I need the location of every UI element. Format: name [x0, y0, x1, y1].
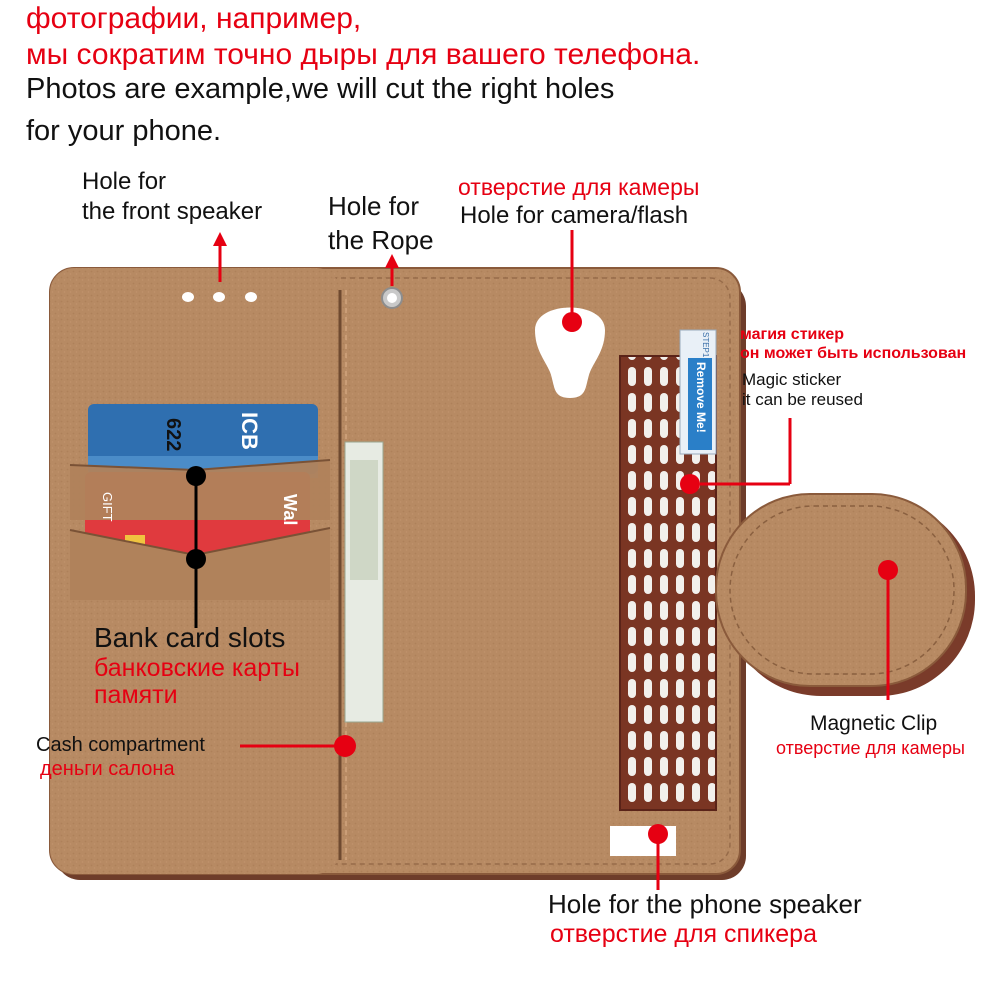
- header-ru-line1: фотографии, например,: [26, 2, 362, 35]
- label-bank-en: Bank card slots: [94, 622, 286, 653]
- label-sticker-en-1: Magic sticker: [742, 370, 842, 389]
- rope-hole: [381, 287, 403, 309]
- label-phone-speaker-en: Hole for the phone speaker: [548, 889, 862, 919]
- sticker-remove-text: Remove Me!: [694, 362, 708, 433]
- card-red-gift: GIFT: [100, 492, 115, 522]
- label-bank-ru-2: памяти: [94, 681, 178, 709]
- card-blue-text: ICB: [237, 412, 262, 450]
- bank-card-callout: [186, 466, 206, 628]
- camera-hole: [535, 307, 605, 398]
- label-front-speaker-1: Hole for: [82, 168, 167, 195]
- label-sticker-en-2: it can be reused: [742, 390, 863, 409]
- label-camera-en: Hole for camera/flash: [460, 202, 689, 229]
- label-rope-2: the Rope: [328, 225, 434, 255]
- cash-note: [344, 441, 384, 723]
- label-sticker-ru-1: магия стикер: [740, 326, 845, 343]
- label-cash-ru: деньги салона: [40, 758, 175, 780]
- magnetic-clip: [715, 493, 975, 696]
- header-en-line2: for your phone.: [26, 115, 222, 147]
- label-sticker-ru-2: он может быть использован: [740, 345, 967, 362]
- sticker-step: STEP1: [701, 332, 710, 358]
- callout-markers: [213, 230, 898, 890]
- header-en-line1: Photos are example,we will cut the right…: [26, 73, 615, 105]
- card-blue-number: 622: [162, 418, 184, 452]
- card-red-text: Wal: [280, 494, 300, 526]
- label-camera-ru: отверстие для камеры: [458, 174, 700, 200]
- front-speaker-holes: [182, 292, 257, 302]
- label-bank-ru-1: банковские карты: [94, 654, 300, 682]
- label-phone-speaker-ru: отверстие для спикера: [550, 920, 817, 948]
- label-cash-en: Cash compartment: [36, 734, 205, 756]
- label-rope-1: Hole for: [328, 191, 420, 221]
- label-front-speaker-2: the front speaker: [82, 198, 263, 225]
- header-ru-line2: мы сократим точно дыры для вашего телефо…: [26, 38, 701, 71]
- label-magnetic-en: Magnetic Clip: [810, 712, 938, 735]
- label-magnetic-ru: отверстие для камеры: [776, 738, 965, 758]
